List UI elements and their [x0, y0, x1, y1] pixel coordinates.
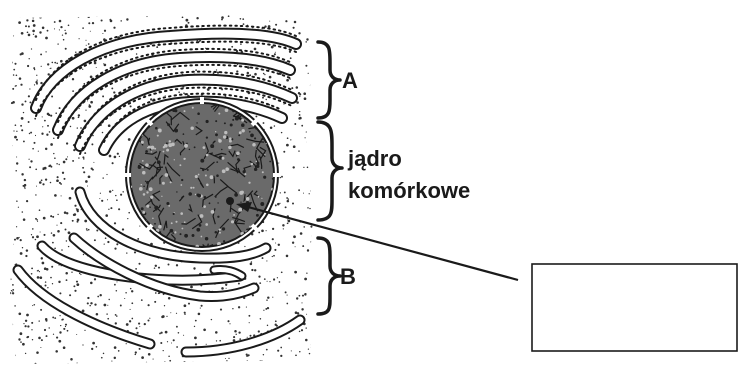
braces: [318, 42, 342, 314]
label-b: B: [340, 264, 356, 289]
label-a: A: [342, 68, 358, 93]
label-nucleus-line1: jądro: [347, 146, 402, 171]
nucleus: [124, 97, 280, 252]
brace-a: [318, 42, 340, 118]
brace-nucleus: [318, 122, 342, 220]
label-nucleus-line2: komórkowe: [348, 178, 470, 203]
answer-box[interactable]: [532, 264, 737, 351]
brace-b: [318, 238, 340, 314]
